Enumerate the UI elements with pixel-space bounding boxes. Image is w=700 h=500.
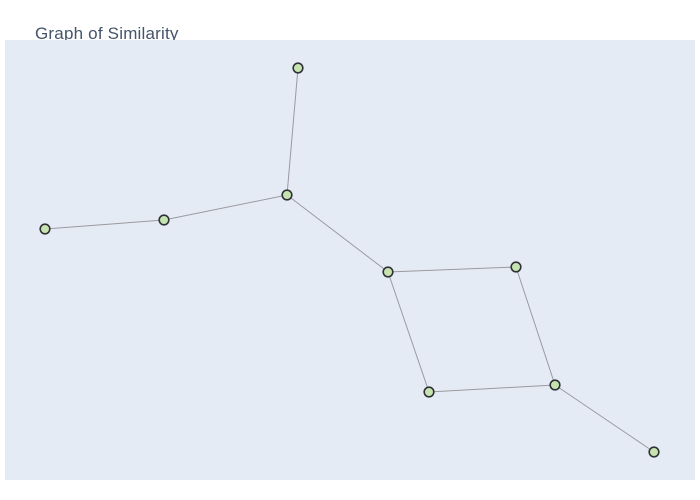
node-layer xyxy=(39,62,660,458)
graph-node-n7[interactable] xyxy=(423,386,435,398)
graph-node-n5[interactable] xyxy=(382,266,394,278)
edge-n1-n2 xyxy=(44,219,165,230)
graph-node-n6[interactable] xyxy=(510,261,522,273)
graph-node-n8[interactable] xyxy=(549,379,561,391)
edge-n7-n8 xyxy=(428,384,556,393)
graph-node-n2[interactable] xyxy=(158,214,170,226)
edge-n2-n3 xyxy=(163,194,288,221)
graph-title: Graph of Similarity xyxy=(35,24,179,43)
graph-node-n1[interactable] xyxy=(39,223,51,235)
edge-n8-n9 xyxy=(554,384,655,453)
edge-n5-n6 xyxy=(387,266,517,273)
edge-n6-n8 xyxy=(515,266,556,386)
graph-node-n9[interactable] xyxy=(648,446,660,458)
edge-n3-n5 xyxy=(286,194,389,273)
graph-node-n4[interactable] xyxy=(292,62,304,74)
graph-node-n3[interactable] xyxy=(281,189,293,201)
edge-n5-n7 xyxy=(387,271,430,393)
edge-n3-n4 xyxy=(286,67,299,196)
edge-layer xyxy=(44,67,655,453)
plot-area xyxy=(5,40,695,480)
